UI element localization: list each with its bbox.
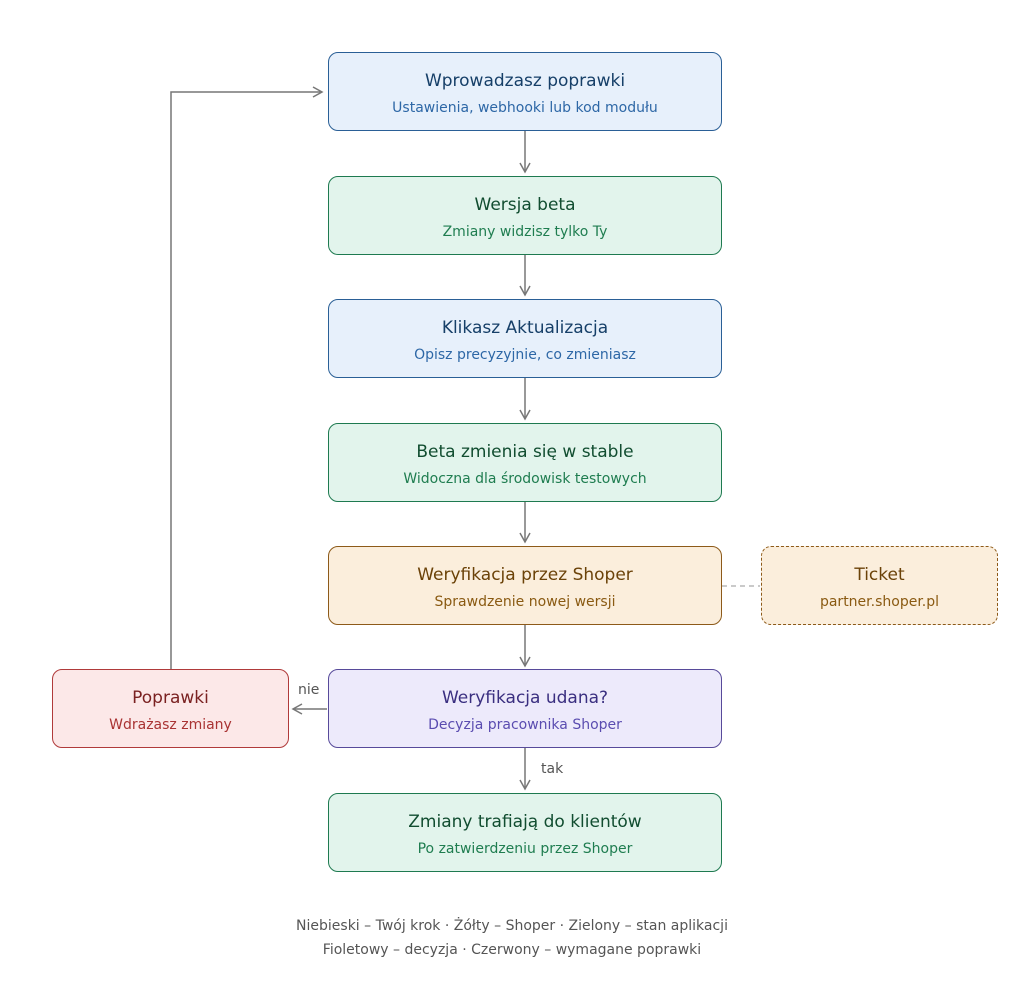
- node-klikasz-aktualizacja: Klikasz Aktualizacja Opisz precyzyjnie, …: [328, 299, 722, 378]
- node-title: Ticket: [854, 565, 905, 585]
- node-subtitle: partner.shoper.pl: [819, 594, 940, 610]
- node-poprawki: Poprawki Wdrażasz zmiany: [52, 669, 289, 748]
- node-subtitle: Widoczna dla środowisk testowych: [403, 471, 647, 487]
- node-subtitle: Opisz precyzyjnie, co zmieniasz: [414, 347, 636, 363]
- node-subtitle: Wdrażasz zmiany: [109, 717, 232, 733]
- node-subtitle: Zmiany widzisz tylko Ty: [442, 224, 608, 240]
- node-title: Poprawki: [132, 688, 209, 708]
- node-title: Zmiany trafiają do klientów: [408, 812, 642, 832]
- node-zmiany-klienci: Zmiany trafiają do klientów Po zatwierdz…: [328, 793, 722, 872]
- node-subtitle: Sprawdzenie nowej wersji: [434, 594, 616, 610]
- node-wersja-beta: Wersja beta Zmiany widzisz tylko Ty: [328, 176, 722, 255]
- arrow-poprawki-to-wprowadzasz: [170, 86, 324, 669]
- edge-label-tak: tak: [541, 761, 564, 777]
- node-title: Beta zmienia się w stable: [416, 442, 634, 462]
- edge-label-nie: nie: [298, 682, 320, 698]
- node-title: Wprowadzasz poprawki: [424, 71, 626, 91]
- node-beta-stable: Beta zmienia się w stable Widoczna dla ś…: [328, 423, 722, 502]
- node-ticket: Ticket partner.shoper.pl: [761, 546, 998, 625]
- node-subtitle: Ustawienia, webhooki lub kod modułu: [392, 100, 658, 116]
- node-subtitle: Decyzja pracownika Shoper: [428, 717, 622, 733]
- node-title: Weryfikacja udana?: [441, 688, 609, 708]
- node-subtitle: Po zatwierdzeniu przez Shoper: [417, 841, 633, 857]
- node-title: Weryfikacja przez Shoper: [417, 565, 633, 585]
- node-weryfikacja-shoper: Weryfikacja przez Shoper Sprawdzenie now…: [328, 546, 722, 625]
- node-wprowadzasz-poprawki: Wprowadzasz poprawki Ustawienia, webhook…: [328, 52, 722, 131]
- node-title: Klikasz Aktualizacja: [441, 318, 609, 338]
- node-title: Wersja beta: [474, 195, 576, 215]
- legend-line-2: Fioletowy – decyzja · Czerwony – wymagan…: [322, 942, 702, 958]
- node-weryfikacja-udana: Weryfikacja udana? Decyzja pracownika Sh…: [328, 669, 722, 748]
- legend-line-1: Niebieski – Twój krok · Żółty – Shoper ·…: [296, 918, 728, 934]
